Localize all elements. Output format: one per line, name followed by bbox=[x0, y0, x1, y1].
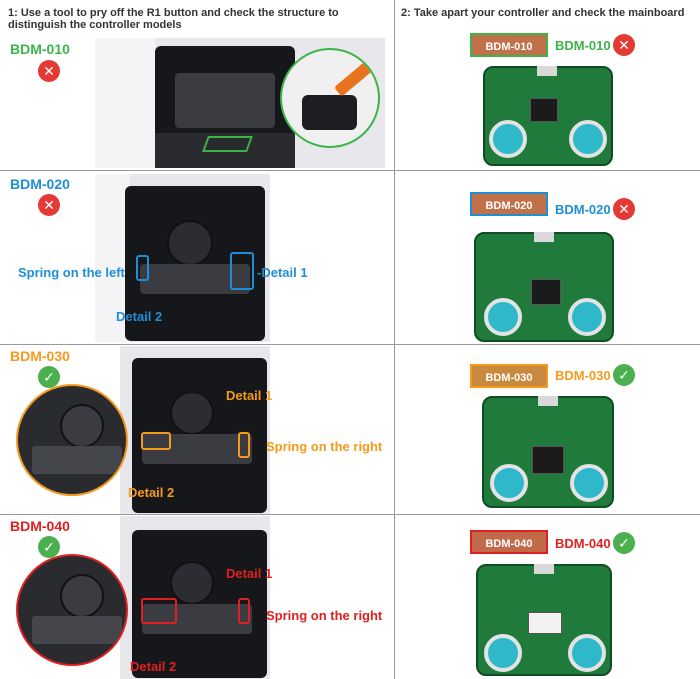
model-label: BDM-040 bbox=[10, 518, 70, 534]
x-circle-icon: ✕ bbox=[613, 198, 635, 220]
detail2-callout: Detail 2 bbox=[128, 485, 175, 500]
detail1-callout: Detail 1 bbox=[226, 388, 273, 403]
board-model-label: BDM-030 bbox=[555, 368, 611, 383]
r1-photo-010 bbox=[95, 38, 385, 168]
detail1-label: Detail 1 bbox=[261, 265, 308, 280]
row-bdm-020: BDM-020 ✕ Spring on the left -Detail 1 D… bbox=[0, 170, 700, 344]
x-circle-icon: ✕ bbox=[38, 60, 60, 82]
detail2-callout: Detail 2 bbox=[116, 309, 163, 324]
check-circle-icon: ✓ bbox=[38, 536, 60, 558]
detail2-box bbox=[141, 432, 171, 450]
model-label: BDM-020 bbox=[10, 176, 70, 192]
step1-header: 1: Use a tool to pry off the R1 button a… bbox=[8, 7, 339, 31]
board-tag-010: BDM-010 bbox=[470, 33, 548, 57]
detail2-box bbox=[141, 598, 177, 624]
detail1-callout: -Detail 1 bbox=[257, 265, 308, 280]
mainboard-030 bbox=[482, 396, 614, 508]
x-circle-icon: ✕ bbox=[38, 194, 60, 216]
row-bdm-040: BDM-040 ✓ Detail 1 Spring on the right D… bbox=[0, 514, 700, 679]
model-label: BDM-010 bbox=[10, 41, 70, 57]
row-divider bbox=[0, 514, 700, 515]
zoom-circle bbox=[16, 554, 128, 666]
spring-callout: Spring on the right bbox=[266, 608, 383, 623]
zoom-circle bbox=[16, 384, 128, 496]
check-circle-icon: ✓ bbox=[613, 532, 635, 554]
detail2-callout: Detail 2 bbox=[130, 659, 177, 674]
board-model-label: BDM-020 bbox=[555, 202, 611, 217]
step2-header: 2: Take apart your controller and check … bbox=[401, 7, 685, 19]
board-tag-030: BDM-030 bbox=[470, 364, 548, 388]
detail1-box bbox=[238, 432, 250, 458]
mainboard-010 bbox=[483, 66, 613, 166]
board-model-label: BDM-040 bbox=[555, 536, 611, 551]
board-tag-020: BDM-020 bbox=[470, 192, 548, 216]
row-divider bbox=[0, 344, 700, 345]
spring-callout: Spring on the left bbox=[18, 265, 125, 280]
row-bdm-030: BDM-030 ✓ Detail 1 Spring on the right D… bbox=[0, 344, 700, 514]
mainboard-040 bbox=[476, 564, 612, 676]
mainboard-020 bbox=[474, 232, 614, 342]
x-circle-icon: ✕ bbox=[613, 34, 635, 56]
r1-photo-040 bbox=[120, 516, 270, 679]
check-circle-icon: ✓ bbox=[613, 364, 635, 386]
r1-photo-030 bbox=[120, 346, 270, 514]
row-bdm-010: BDM-010 ✕ BDM-010 BDM-010 ✕ bbox=[0, 0, 700, 170]
board-tag-040: BDM-040 bbox=[470, 530, 548, 554]
detail1-box bbox=[230, 252, 254, 290]
zoom-circle bbox=[280, 48, 380, 148]
spring-callout: Spring on the right bbox=[266, 439, 383, 454]
model-label: BDM-030 bbox=[10, 348, 70, 364]
detail2-box bbox=[136, 255, 149, 281]
board-model-label: BDM-010 bbox=[555, 38, 611, 53]
column-divider bbox=[394, 0, 395, 679]
check-circle-icon: ✓ bbox=[38, 366, 60, 388]
row-divider bbox=[0, 170, 700, 171]
detail1-box bbox=[238, 598, 250, 624]
detail1-callout: Detail 1 bbox=[226, 566, 273, 581]
